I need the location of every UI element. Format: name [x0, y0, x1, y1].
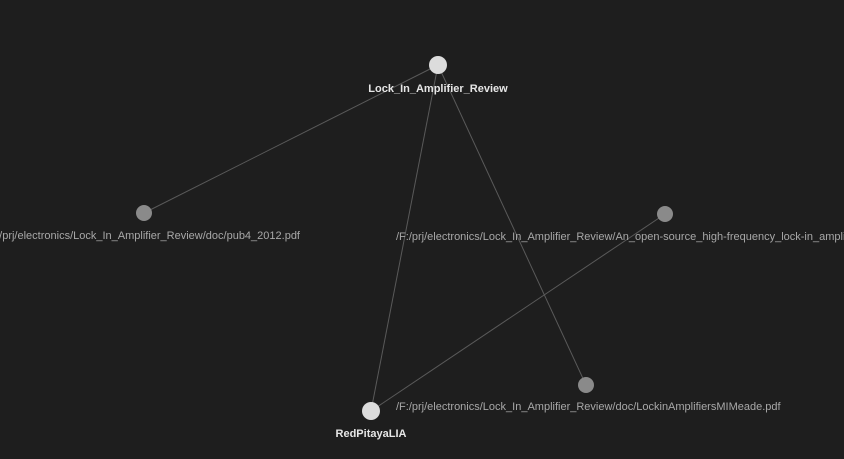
graph-edge-lock-in-review-to-redpitaya [370, 64, 439, 412]
graph-node-pub4[interactable]: F:/prj/electronics/Lock_In_Amplifier_Rev… [0, 205, 301, 242]
nodes-layer: Lock_In_Amplifier_ReviewF:/prj/electroni… [0, 56, 844, 440]
graph-node-label[interactable]: Lock_In_Amplifier_Review [368, 83, 508, 95]
graph-node-lock-in-review[interactable]: Lock_In_Amplifier_Review [368, 56, 508, 95]
graph-node-dot[interactable] [657, 206, 673, 222]
graph-node-label[interactable]: RedPitayaLIA [336, 428, 407, 440]
graph-node-label[interactable]: /F:/prj/electronics/Lock_In_Amplifier_Re… [396, 231, 844, 243]
graph-edge-lock-in-review-to-meade [437, 64, 587, 386]
edges-layer [143, 64, 666, 412]
graph-node-meade[interactable]: /F:/prj/electronics/Lock_In_Amplifier_Re… [396, 377, 781, 413]
graph-edge-lock-in-review-to-pub4 [143, 64, 439, 214]
graph-node-redpitaya[interactable]: RedPitayaLIA [336, 402, 407, 440]
graph-node-open-source[interactable]: /F:/prj/electronics/Lock_In_Amplifier_Re… [396, 206, 844, 243]
graph-edge-redpitaya-to-open-source [370, 213, 666, 412]
graph-node-label[interactable]: F:/prj/electronics/Lock_In_Amplifier_Rev… [0, 230, 301, 242]
graph-node-dot[interactable] [578, 377, 594, 393]
graph-node-dot[interactable] [136, 205, 152, 221]
graph-node-dot[interactable] [429, 56, 447, 74]
graph-node-label[interactable]: /F:/prj/electronics/Lock_In_Amplifier_Re… [396, 401, 781, 413]
graph-node-dot[interactable] [362, 402, 380, 420]
